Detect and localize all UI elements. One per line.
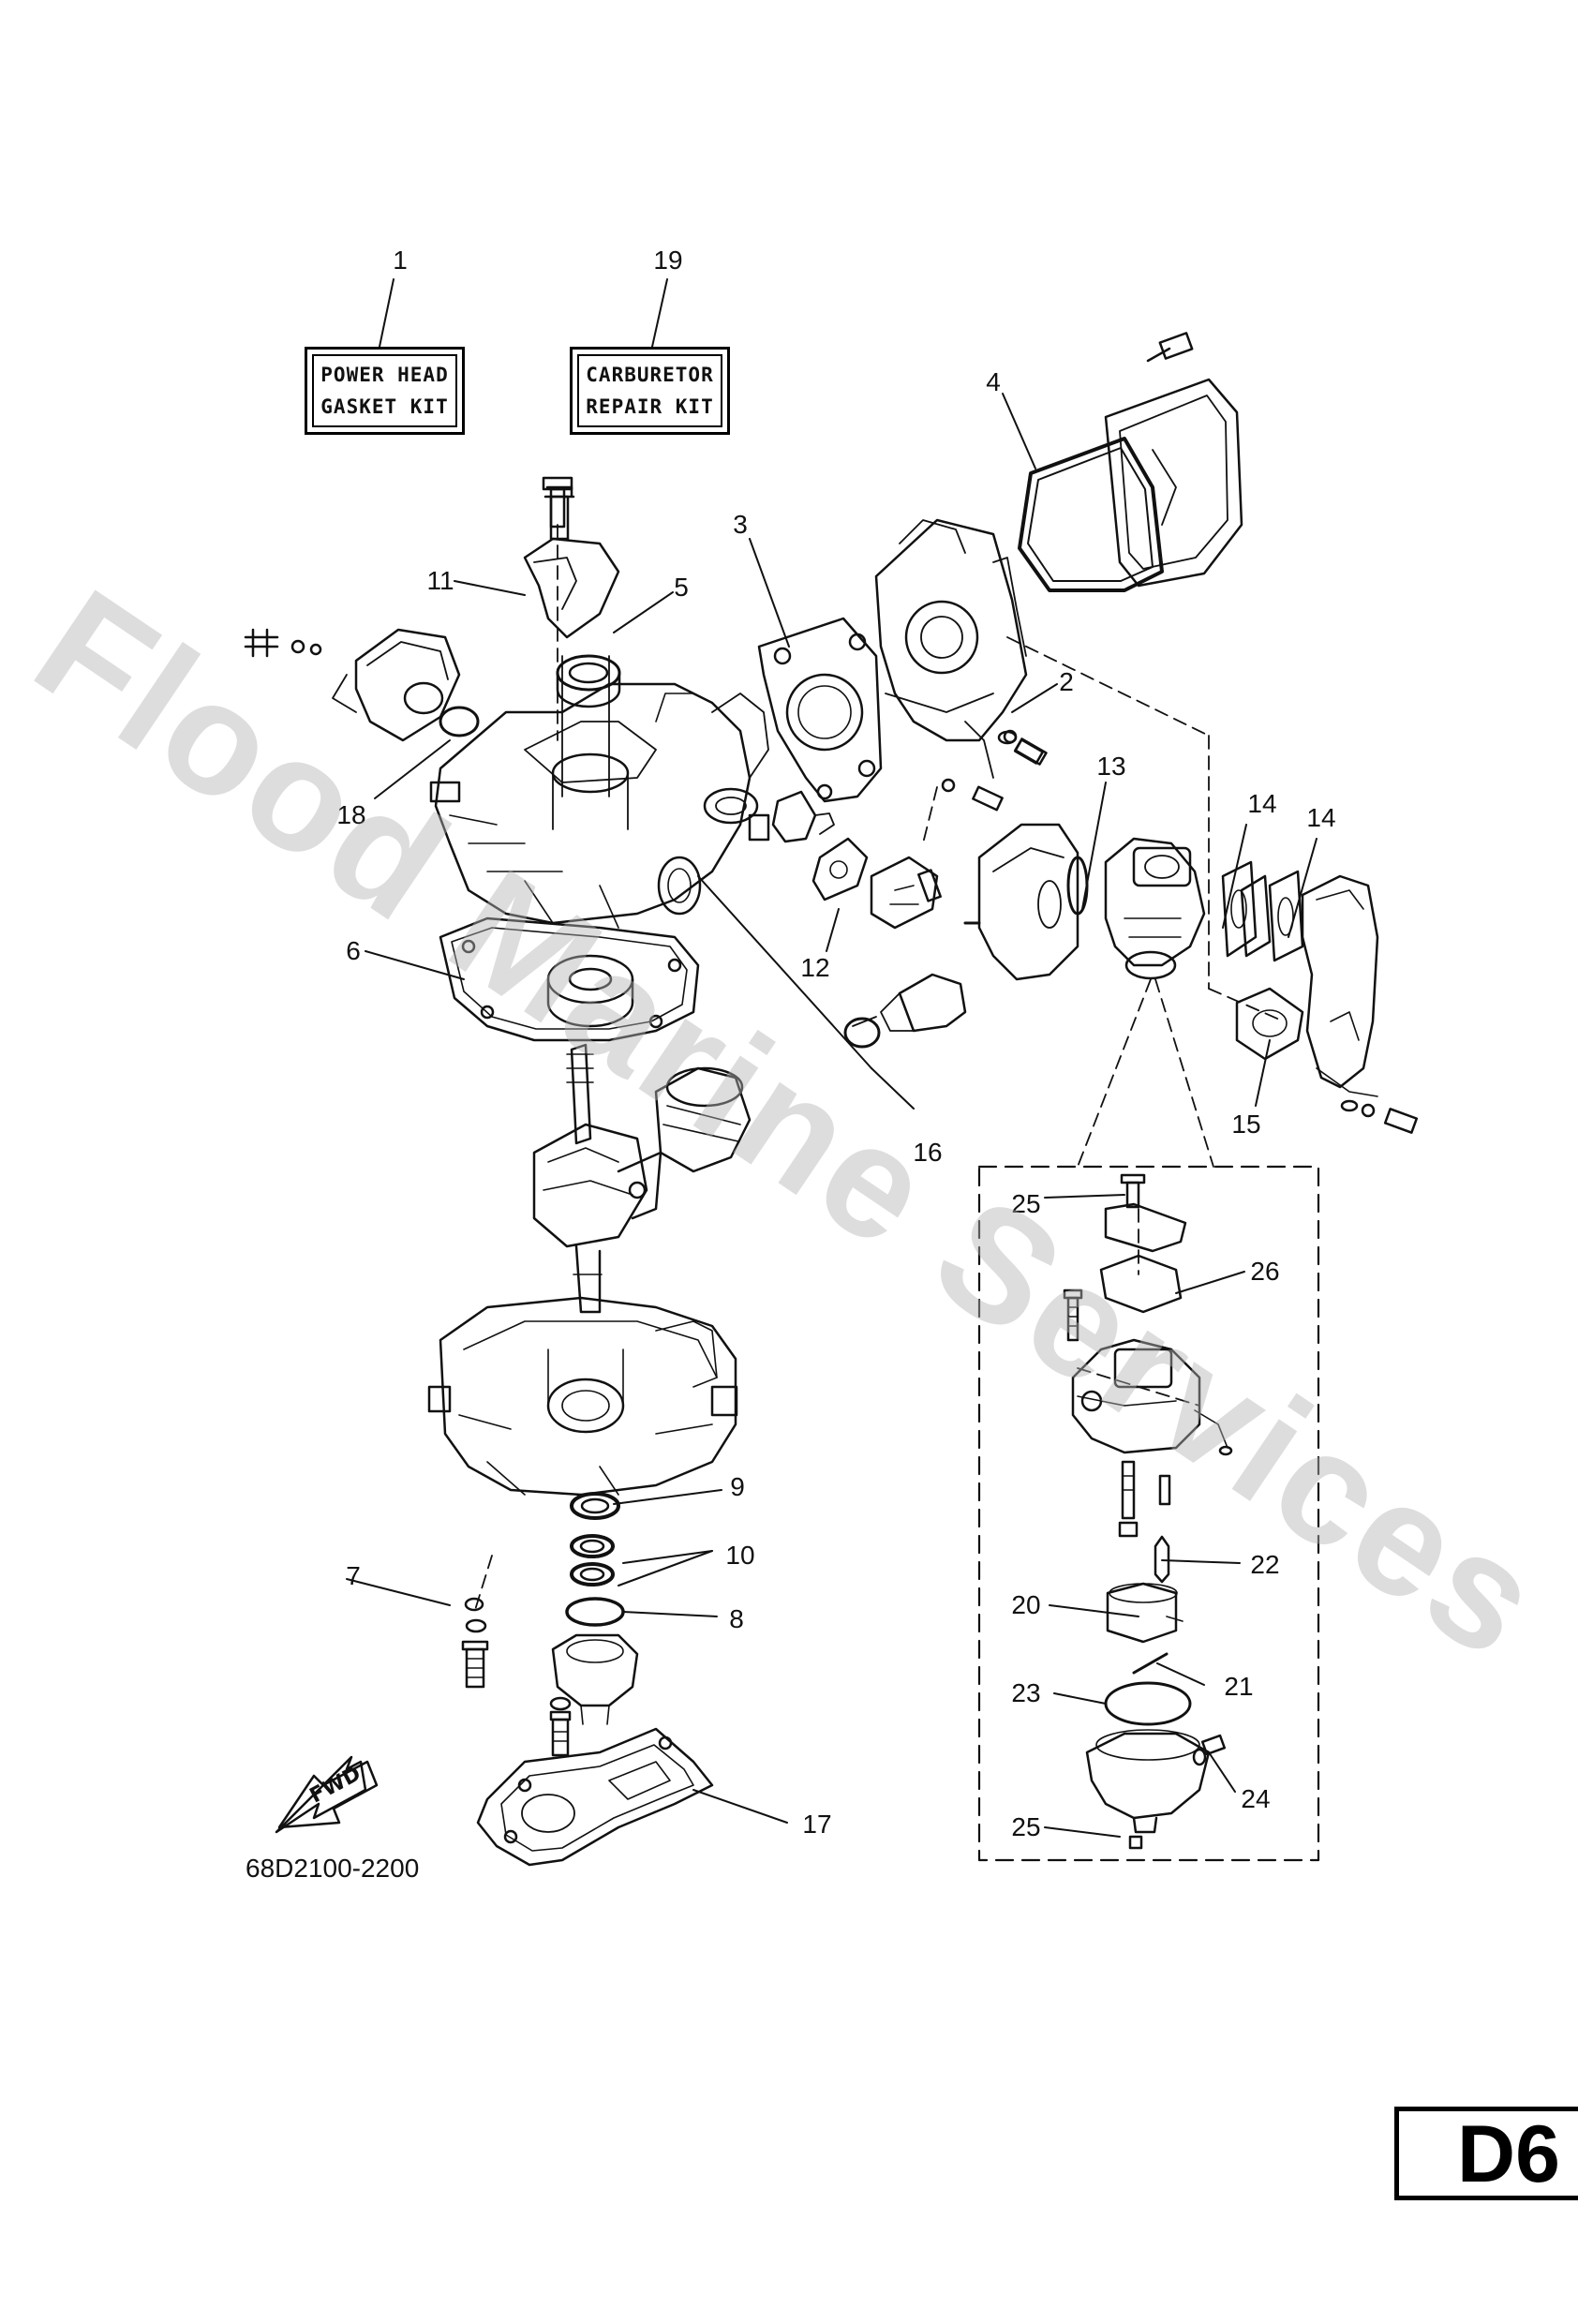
- main-jet: [1118, 1460, 1139, 1538]
- pilot-screw: [1063, 1289, 1083, 1342]
- exhaust-gasket-17: [476, 1727, 714, 1867]
- kit-1-line-1: POWER HEAD: [320, 364, 449, 386]
- callout-5: 5: [674, 573, 689, 602]
- kit-19-line-2: REPAIR KIT: [586, 395, 714, 418]
- crankshaft: [532, 1043, 648, 1314]
- callout-21: 21: [1224, 1672, 1254, 1701]
- drain-screw-24: [1192, 1734, 1227, 1766]
- callout-15: 15: [1231, 1110, 1261, 1139]
- cylinder-head: [874, 518, 1028, 779]
- fwd-arrow: [275, 1755, 379, 1834]
- page-code: D6: [1394, 2107, 1578, 2200]
- assembly-guide-lines: [474, 524, 1285, 1611]
- thermostat-cover: [870, 856, 942, 930]
- float-20: [1106, 1582, 1184, 1644]
- drawing-code: 68D2100-2200: [246, 1854, 420, 1883]
- float-chamber-cover: [1104, 1202, 1187, 1253]
- cylinder-head-gasket-3: [757, 617, 883, 803]
- callout-10: 10: [725, 1541, 755, 1570]
- o-ring-18: [439, 706, 480, 737]
- callout-20: 20: [1011, 1590, 1041, 1619]
- callout-3: 3: [733, 510, 748, 539]
- oil-seal-10a: [570, 1534, 615, 1558]
- intake-manifold: [1301, 874, 1379, 1097]
- callout-9: 9: [730, 1472, 745, 1501]
- callout-19: 19: [653, 246, 683, 275]
- callout-13: 13: [1096, 752, 1126, 781]
- o-ring-8: [565, 1597, 625, 1627]
- oil-seal-9: [570, 1492, 620, 1520]
- callout-24: 24: [1241, 1784, 1271, 1813]
- pilot-jet: [1158, 1474, 1171, 1506]
- callout-8: 8: [729, 1604, 744, 1633]
- oil-seal-10b: [570, 1562, 615, 1587]
- power-head-gasket-kit-label: POWER HEAD GASKET KIT: [305, 347, 465, 435]
- callout-14-left: 14: [1247, 789, 1277, 818]
- washer-2: [997, 730, 1048, 766]
- callout-26: 26: [1250, 1257, 1280, 1286]
- carburetor-detail-frame: [977, 1165, 1320, 1862]
- screw-25-top: [1120, 1173, 1146, 1209]
- callout-25-bottom: 25: [1011, 1812, 1041, 1841]
- callout-2: 2: [1059, 667, 1074, 696]
- callout-18: 18: [336, 800, 366, 829]
- block-base-gasket-6: [439, 916, 700, 1042]
- leader-lines: [346, 278, 1317, 1838]
- crankshaft-bearing: [546, 954, 634, 1028]
- thermostat: [771, 790, 835, 843]
- seal-housing: [551, 1633, 639, 1725]
- carburetor-gasket-14a: [1221, 860, 1258, 958]
- callout-7: 7: [346, 1561, 361, 1590]
- screw-25-bottom: [1128, 1835, 1143, 1850]
- callout-11: 11: [426, 566, 454, 595]
- callout-16: 16: [913, 1138, 943, 1167]
- oil-filler-cap: [852, 973, 967, 1033]
- spacer: [1240, 874, 1272, 958]
- float-chamber: [1085, 1729, 1211, 1834]
- thermostat-gasket-12: [811, 837, 869, 901]
- carburetor-repair-kit-label: CARBURETOR REPAIR KIT: [570, 347, 730, 435]
- crankcase-lower: [427, 1296, 738, 1497]
- callout-14-right: 14: [1306, 803, 1336, 832]
- washer-7: [461, 1597, 489, 1689]
- valve-cover: [1104, 378, 1243, 588]
- callout-12: 12: [800, 953, 830, 982]
- callout-17: 17: [802, 1810, 832, 1839]
- bracket-11: [523, 485, 620, 639]
- manifold-gasket-15: [1235, 987, 1304, 1061]
- carburetor-assembly: [1104, 837, 1206, 980]
- o-ring-13: [1066, 856, 1089, 916]
- float-pin-21: [1132, 1652, 1169, 1675]
- carburetor-gasket-14b: [1268, 870, 1304, 962]
- housing-bolt: [549, 1696, 572, 1757]
- cylinder-block-upper: [429, 655, 770, 929]
- callout-6: 6: [346, 936, 361, 965]
- gasket-23: [1104, 1681, 1192, 1726]
- callout-1: 1: [393, 246, 408, 275]
- fasteners-top: [244, 332, 1419, 1134]
- callout-25-top: 25: [1011, 1189, 1041, 1218]
- carburetor-body-detail: [1071, 1338, 1233, 1456]
- oil-seal-5: [556, 654, 621, 708]
- intake-silencer: [963, 823, 1079, 981]
- piston: [617, 1066, 752, 1220]
- callout-22: 22: [1250, 1550, 1280, 1579]
- gasket-26: [1099, 1254, 1183, 1314]
- needle-valve-22: [1154, 1535, 1170, 1584]
- valve-cover-gasket-4: [1018, 437, 1164, 592]
- callout-4: 4: [986, 367, 1001, 396]
- callout-23: 23: [1011, 1678, 1041, 1707]
- o-ring-16: [843, 1017, 881, 1049]
- kit-1-line-2: GASKET KIT: [320, 395, 449, 418]
- kit-19-line-1: CARBURETOR: [586, 364, 714, 386]
